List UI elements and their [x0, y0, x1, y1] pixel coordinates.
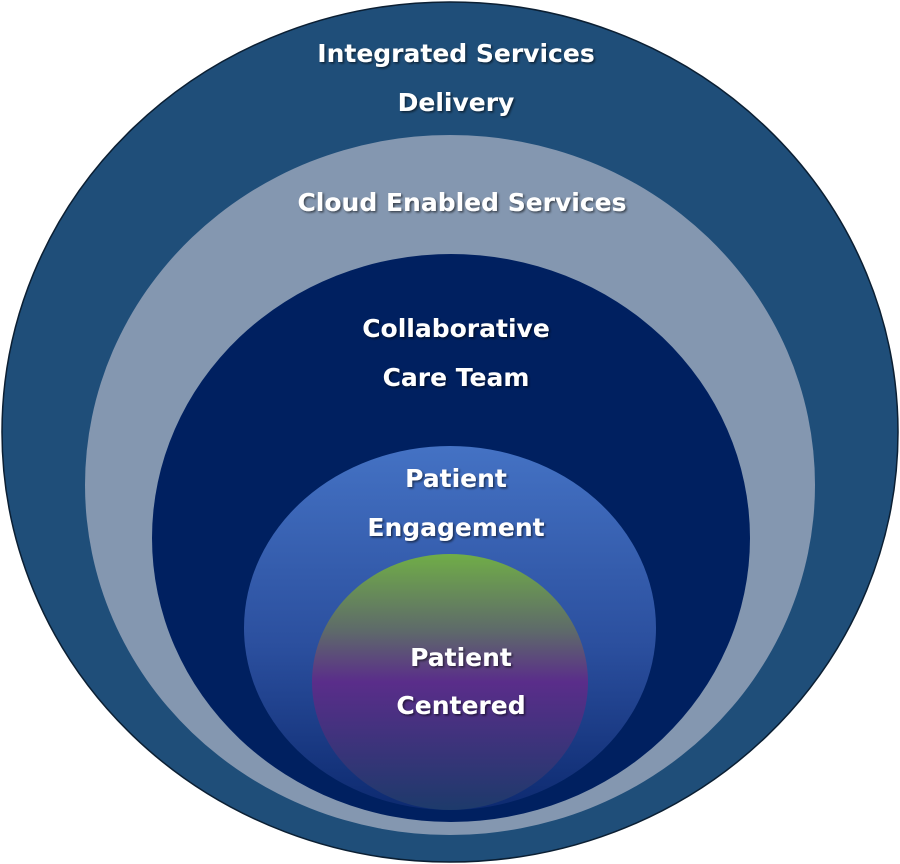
centered-label-line2: Centered: [396, 691, 525, 720]
integrated-label-line1: Integrated Services: [317, 39, 594, 68]
collaborative-label-line1: Collaborative: [362, 314, 550, 343]
integrated-label-line2: Delivery: [398, 88, 515, 117]
engagement-label-line2: Engagement: [367, 513, 544, 542]
cloud-label: Cloud Enabled Services: [297, 188, 626, 217]
patient-centered-circle: [312, 554, 588, 810]
engagement-label-line1: Patient: [405, 464, 507, 493]
centered-label-line1: Patient: [410, 643, 512, 672]
collaborative-label-line2: Care Team: [383, 363, 530, 392]
